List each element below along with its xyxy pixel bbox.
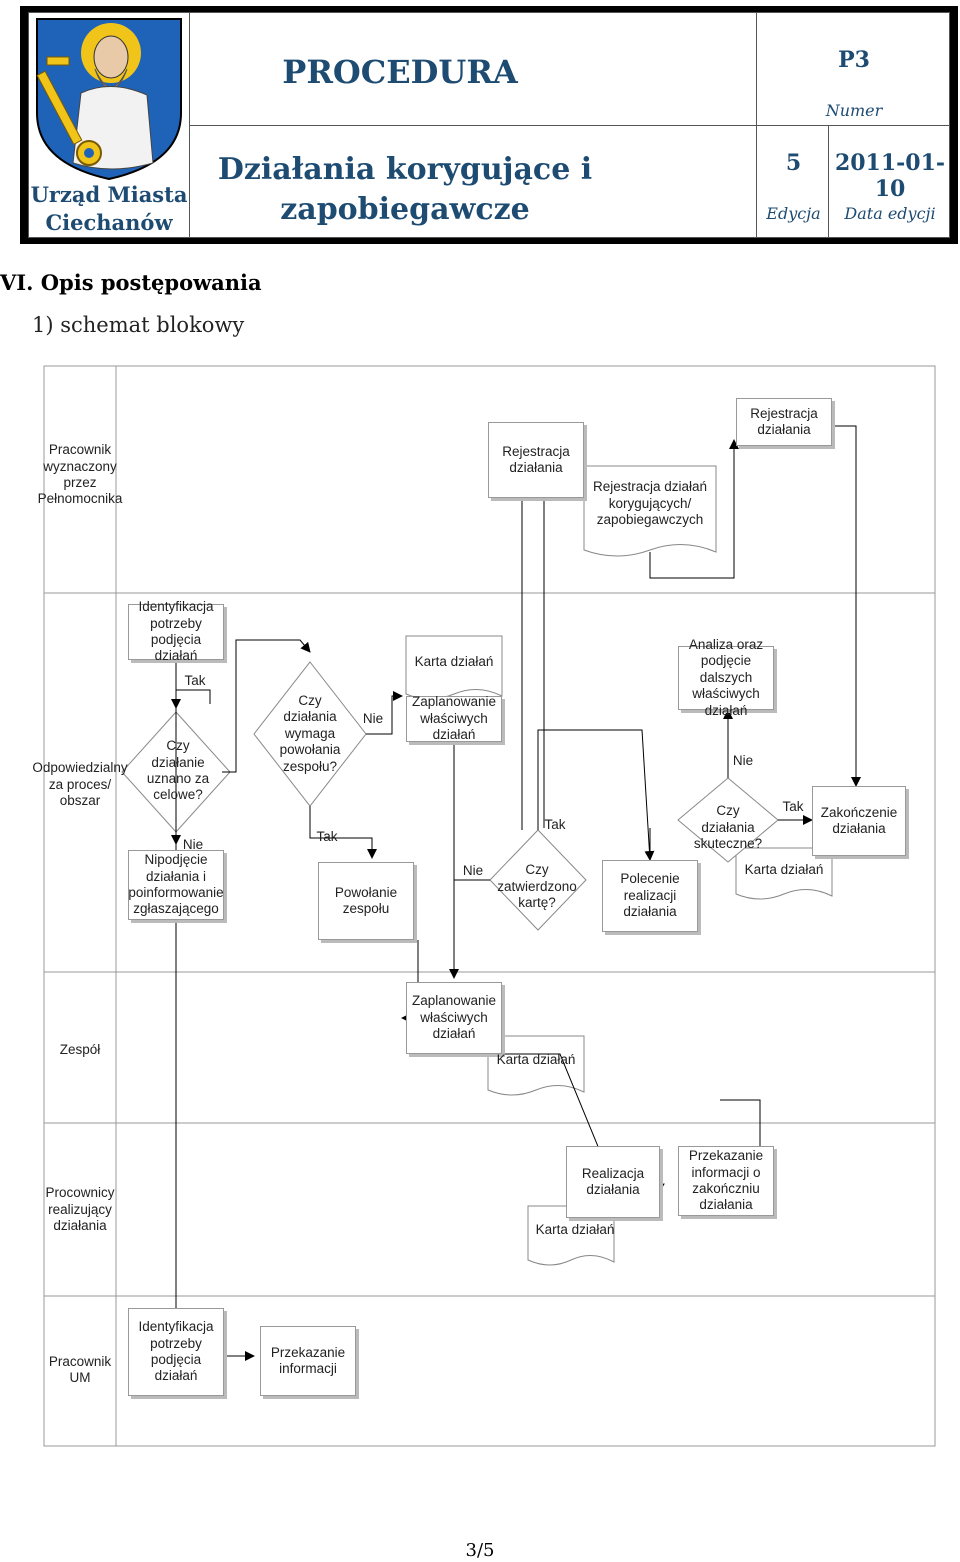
edition-cell: 5 Edycja [756,125,829,238]
edge-label-tak: Tak [316,828,338,844]
process-rejestracja-dzialania-1: Rejestracja działania [488,422,584,498]
edge-label-nie: Nie [732,752,754,768]
document-karta-dzialan-1: Karta działań [414,653,494,669]
title-cell: Działania korygujące i zapobiegawcze [189,125,757,238]
process-zaplanowanie-2: Zaplanowanie właściwych działań [406,982,502,1054]
process-realizacja-dzialania: Realizacja działania [566,1146,660,1218]
doc-title-line2: zapobiegawcze [280,192,530,227]
decision-karta-zatwierdzona: Czy zatwierdzono kartę? [497,862,577,911]
process-przekazanie-o-zakonczeniu: Przekazanie informacji o zakończniu dzia… [678,1146,774,1216]
doc-shape-karta-3 [487,1035,585,1096]
logo-cell: Urząd Miasta Ciechanów [28,12,190,238]
lane-label-pracownik-pelnomocnika: Pracownik wyznaczony przez Pełnomocnika [37,442,123,507]
lane-label-zespol: Zespół [59,1041,101,1057]
doc-shape-rejestracja [583,465,717,557]
process-identyfikacja-2: Identyfikacja potrzeby podjęcia działań [128,1308,224,1396]
doc-title: Działania korygujące i zapobiegawcze [190,150,620,230]
document-rejestracja-dzialan: Rejestracja działań korygujących/ zapobi… [592,479,708,528]
process-zaplanowanie-1: Zaplanowanie właściwych działań [406,694,502,742]
process-powolanie-zespolu: Powołanie zespołu [318,862,414,940]
document-karta-dzialan-4: Karta działań [535,1221,615,1237]
edge-label-nie: Nie [462,862,484,878]
doc-shape-karta-2 [735,847,833,900]
doc-shape-karta-4 [527,1205,615,1266]
lane-label-pracownicy-realizujacy: Procownicy realizujący działania [45,1185,115,1234]
edge-label-tak: Tak [782,798,804,814]
coat-of-arms-logo [36,18,182,181]
process-nipodjecie: Nipodjęcie działania i poinformowanie zg… [128,850,224,920]
header-table: Urząd Miasta Ciechanów PROCEDURA Działan… [28,12,950,238]
edition-date: 2011-01-10 [834,150,946,202]
procedure-header: Urząd Miasta Ciechanów PROCEDURA Działan… [20,6,958,244]
terminator-zakonczenie: Zakończenie działania [812,786,906,856]
decision-celowe: Czy działanie uznano za celowe? [146,738,210,803]
edition-date-label: Data edycji [844,204,936,223]
process-rejestracja-dzialania-2: Rejestracja działania [736,398,832,446]
org-name: Urząd Miasta Ciechanów [29,181,189,237]
org-name-line1: Urząd Miasta [30,182,188,207]
section-subheading: 1) schemat blokowy [32,313,245,337]
edge-label-tak: Tak [544,816,566,832]
doc-type-cell: PROCEDURA [189,12,757,126]
decision-shape-karta [489,829,587,931]
code-cell: P3 Numer [756,12,950,126]
doc-type: PROCEDURA [282,53,518,91]
edge-label-nie: Nie [182,836,204,852]
doc-code: P3 [838,47,870,73]
process-przekazanie-informacji: Przekazanie informacji [260,1326,356,1396]
lane-label-odpowiedzialny: Odpowiedzialny za proces/ obszar [32,760,128,809]
page-number: 3/5 [465,1540,495,1561]
swimlane-frame [43,365,936,1447]
document-karta-dzialan-2: Karta działań [744,861,824,877]
edition-label: Edycja [766,204,821,223]
edition-value: 5 [785,150,802,176]
doc-code-label: Numer [825,101,883,120]
process-polecenie-realizacji: Polecenie realizacji działania [602,860,698,932]
doc-title-line1: Działania korygujące i [217,152,593,187]
decision-shape-skuteczne [677,777,779,863]
date-cell: 2011-01-10 Data edycji [828,125,950,238]
lane-label-pracownik-um: Pracownik UM [48,1353,112,1385]
edge-label-tak: Tak [184,672,206,688]
org-name-line2: Ciechanów [45,210,173,235]
decision-skuteczne: Czy działania skuteczne? [693,803,763,852]
process-analiza: Analiza oraz podjęcie dalszych właściwyc… [678,637,774,718]
edge-label-nie: Nie [362,710,384,726]
document-karta-dzialan-3: Karta działań [496,1051,576,1067]
process-identyfikacja-1: Identyfikacja potrzeby podjęcia działań [128,599,224,663]
section-heading: VI. Opis postępowania [0,270,262,295]
decision-zespol: Czy działania wymaga powołania zespołu? [279,692,341,774]
